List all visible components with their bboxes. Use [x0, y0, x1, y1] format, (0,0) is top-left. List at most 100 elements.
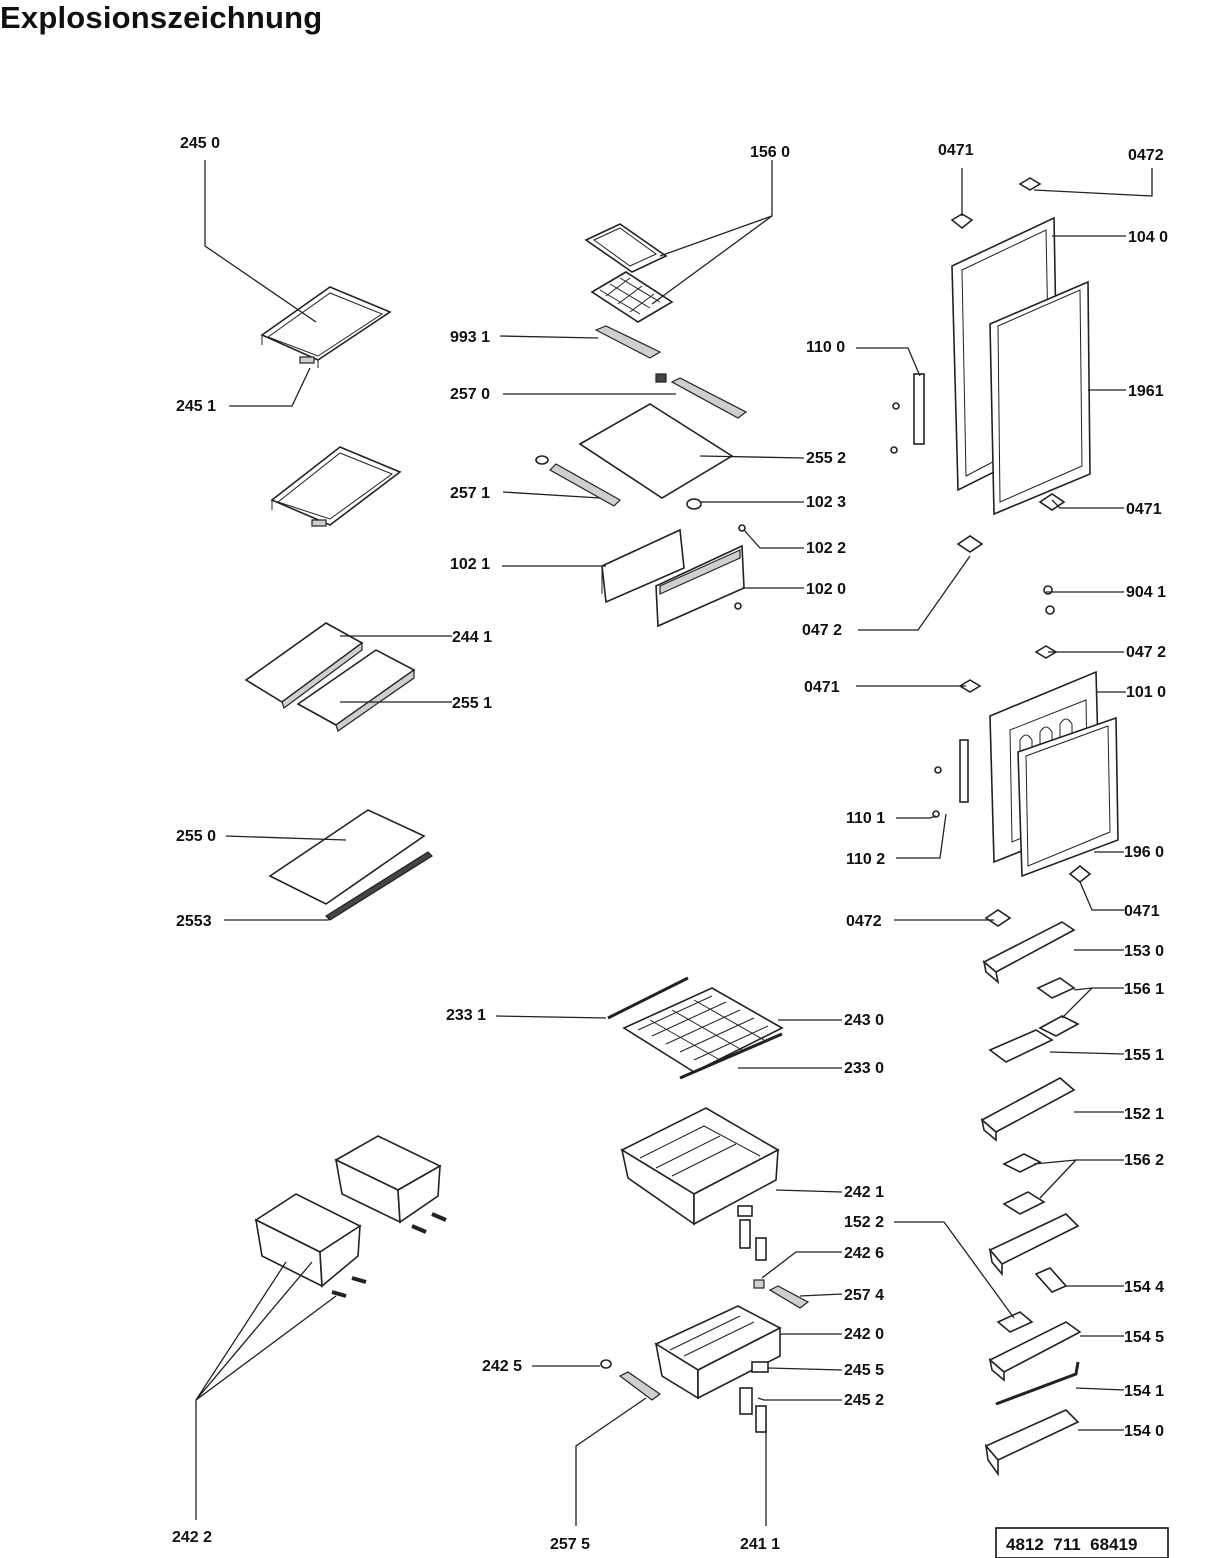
rail-part	[768, 1285, 810, 1309]
part-label: 242 0	[844, 1326, 884, 1343]
egg-tray-part	[1038, 1015, 1080, 1037]
part-label: 154 4	[1124, 1279, 1164, 1296]
part-label: 156 0	[750, 144, 790, 161]
part-label: 233 0	[844, 1060, 884, 1077]
part-label: 0472	[1128, 147, 1164, 164]
page-title: Explosionszeichnung	[0, 0, 323, 35]
part-label: 245 0	[180, 135, 220, 152]
part-label: 1961	[1128, 383, 1164, 400]
part-label: 0471	[938, 142, 974, 159]
clip-part	[686, 498, 702, 510]
part-label: 101 0	[1126, 684, 1166, 701]
part-label: 245 5	[844, 1362, 884, 1379]
part-label: 102 0	[806, 581, 846, 598]
part-label: 102 2	[806, 540, 846, 557]
rod-part	[995, 1361, 1080, 1406]
part-label: 152 1	[1124, 1106, 1164, 1123]
crisper-drawer-part	[254, 1135, 447, 1298]
cover-panel-part	[601, 524, 746, 628]
rail-part	[618, 1371, 662, 1401]
part-label: 245 1	[176, 398, 216, 415]
part-label: 242 1	[844, 1184, 884, 1201]
part-label: 2553	[176, 913, 212, 930]
door-bin-part	[984, 1409, 1080, 1477]
hinge-part	[1018, 177, 1042, 191]
door-gasket-part	[1017, 716, 1119, 878]
screw-part	[890, 446, 898, 454]
screw-part	[1043, 585, 1053, 595]
part-label: 047 2	[802, 622, 842, 639]
shelf-divider-part	[244, 622, 416, 732]
reference-number: 4812 711 68419	[1006, 1535, 1137, 1554]
part-label: 104 0	[1128, 229, 1168, 246]
part-label: 241 1	[740, 1536, 780, 1553]
part-label: 257 1	[450, 485, 490, 502]
part-label: 904 1	[1126, 584, 1166, 601]
tray-part	[1002, 1153, 1042, 1173]
part-label: 102 1	[450, 556, 490, 573]
part-label: 243 0	[844, 1012, 884, 1029]
part-label: 257 4	[844, 1287, 884, 1304]
screw-part	[932, 810, 940, 818]
hinge-part	[984, 909, 1012, 927]
hinge-bracket-part	[913, 373, 925, 445]
part-label: 0472	[846, 913, 882, 930]
part-label: 233 1	[446, 1007, 486, 1024]
part-label: 257 0	[450, 386, 490, 403]
part-label: 993 1	[450, 329, 490, 346]
part-label: 255 2	[806, 450, 846, 467]
part-label: 156 1	[1124, 981, 1164, 998]
door-gasket-part	[989, 280, 1091, 516]
drawer-part	[654, 1305, 782, 1433]
hinge-part	[956, 535, 984, 553]
part-label: 110 2	[846, 851, 885, 868]
tray-part	[1002, 1191, 1046, 1215]
part-label: 242 2	[172, 1529, 212, 1546]
part-label: 242 6	[844, 1245, 884, 1262]
egg-tray-part	[1036, 977, 1076, 999]
part-label: 155 1	[1124, 1047, 1164, 1064]
part-label: 156 2	[1124, 1152, 1164, 1169]
part-label: 244 1	[452, 629, 492, 646]
part-label: 242 5	[482, 1358, 522, 1375]
screw-part	[934, 766, 942, 774]
part-label: 047 2	[1126, 644, 1166, 661]
drawer-part	[620, 1107, 780, 1261]
part-label: 154 0	[1124, 1423, 1164, 1440]
part-label: 0471	[804, 679, 840, 696]
rail-part	[535, 455, 621, 507]
part-label: 257 5	[550, 1536, 590, 1553]
bracket-part	[1034, 1267, 1068, 1293]
ice-tray-part	[584, 223, 674, 323]
freezer-rack-part	[607, 976, 784, 1080]
part-label: 0471	[1124, 903, 1160, 920]
reference-number-box: 4812 711 68419	[995, 1527, 1169, 1558]
part-label: 154 5	[1124, 1329, 1164, 1346]
part-labels: 245 0 156 0 0471 0472 104 0 993 1 110 0 …	[172, 135, 1168, 1553]
tray-part	[996, 1311, 1034, 1333]
shelf-part	[270, 446, 402, 527]
handle-part	[594, 325, 662, 359]
part-label: 196 0	[1124, 844, 1164, 861]
door-shelf-part	[982, 921, 1076, 985]
clip-part	[600, 1359, 612, 1369]
glass-shelf-part	[268, 809, 433, 921]
glass-plate-part	[578, 403, 734, 499]
part-label: 255 0	[176, 828, 216, 845]
egg-tray-part	[988, 1029, 1054, 1063]
screw-part	[1045, 605, 1055, 615]
part-label: 110 0	[806, 339, 845, 356]
clip-part	[753, 1279, 765, 1289]
part-label: 110 1	[846, 810, 885, 827]
door-bin-part	[988, 1321, 1082, 1382]
part-label: 152 2	[844, 1214, 884, 1231]
hinge-bracket-part	[959, 739, 969, 803]
part-label: 245 2	[844, 1392, 884, 1409]
part-label: 154 1	[1124, 1383, 1164, 1400]
part-label: 153 0	[1124, 943, 1164, 960]
door-bin-part	[988, 1213, 1080, 1277]
hinge-part	[950, 213, 974, 230]
hinge-part	[958, 679, 982, 693]
part-label: 102 3	[806, 494, 846, 511]
